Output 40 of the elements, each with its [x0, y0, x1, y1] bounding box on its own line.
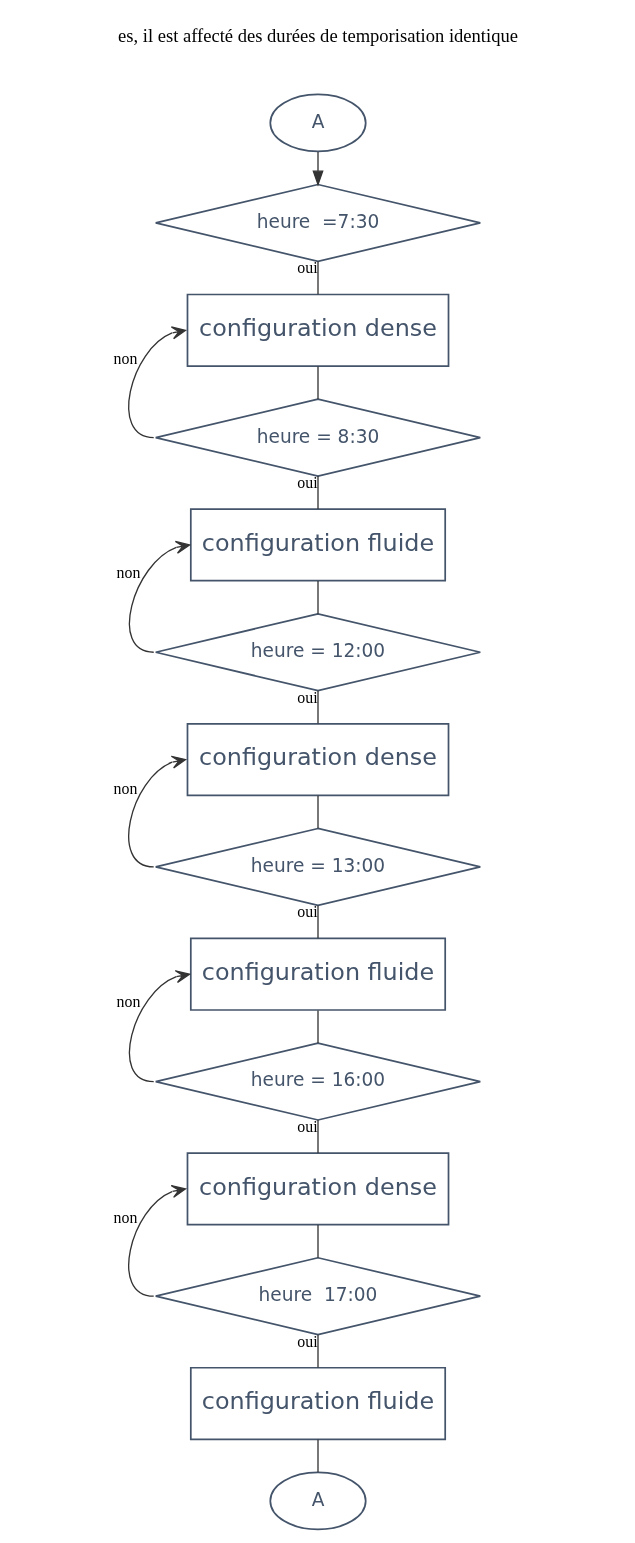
connector — [316, 260, 319, 295]
arrow — [311, 151, 324, 187]
connector — [316, 1224, 319, 1259]
edge-label: non — [116, 992, 140, 1010]
node-diamond: heure = 8:30 — [154, 398, 481, 477]
node-box: configuration fluide — [189, 937, 446, 1011]
edge-label: non — [116, 563, 140, 581]
label: es, il est affecté des durées de temporisation identique — [117, 25, 518, 47]
connector — [316, 1009, 319, 1044]
node-diamond: heure = 16:00 — [154, 1042, 481, 1121]
connector — [316, 1438, 319, 1473]
connector — [316, 1119, 319, 1154]
node-box: configuration dense — [186, 722, 449, 797]
node-box: configuration fluide — [189, 1366, 446, 1441]
connector — [316, 904, 319, 939]
connector — [316, 1334, 319, 1369]
arrow — [128, 540, 190, 653]
node-diamond: heure = 13:00 — [154, 827, 481, 907]
node-diamond: heure =7:30 — [154, 183, 481, 263]
connector — [316, 795, 319, 830]
node-diamond: heure 17:00 — [154, 1256, 481, 1336]
node-box: configuration fluide — [189, 508, 446, 582]
edge-label: non — [113, 779, 137, 797]
arrow — [127, 326, 186, 439]
edge-label: oui — [296, 1118, 318, 1136]
edge-label: oui — [296, 474, 318, 492]
arrow — [127, 1184, 186, 1297]
connector — [316, 475, 319, 510]
edge-label: non — [113, 1208, 137, 1226]
connector — [316, 365, 319, 400]
node-ellipse: A — [268, 93, 367, 153]
node-box: configuration dense — [186, 293, 449, 367]
node-diamond: heure = 12:00 — [154, 612, 481, 692]
arrow — [127, 755, 186, 868]
node-ellipse: A — [268, 1471, 367, 1531]
node-box: configuration dense — [186, 1152, 449, 1226]
connector — [316, 690, 319, 725]
connector — [316, 580, 319, 615]
arrow — [128, 970, 190, 1083]
edge-label: non — [113, 350, 137, 368]
